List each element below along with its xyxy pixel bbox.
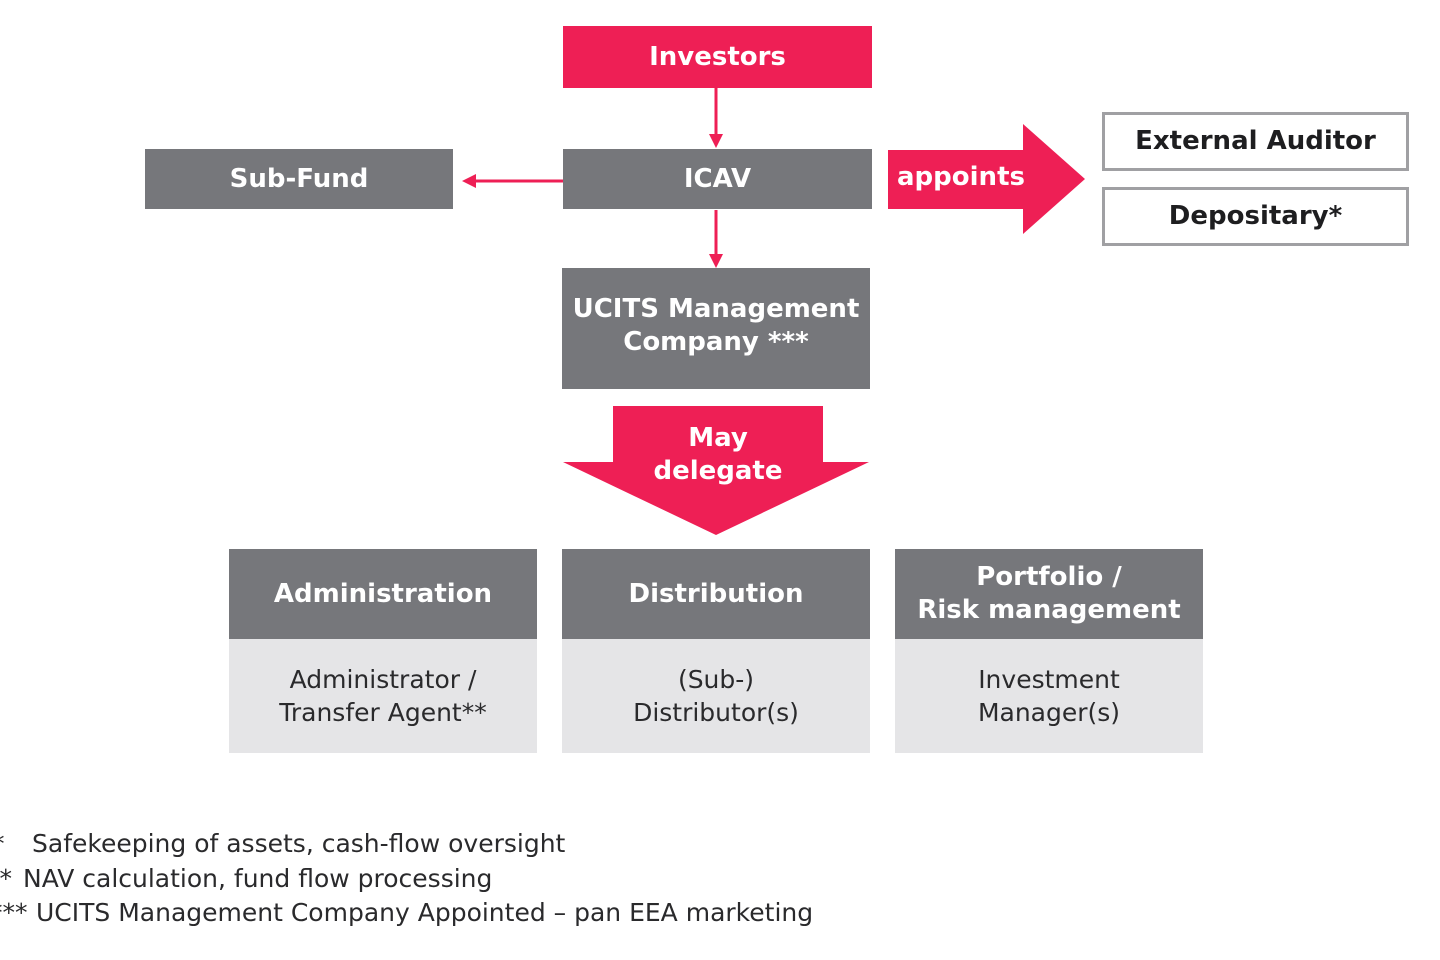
appoints-label: appoints xyxy=(897,162,1025,192)
footnote-text: NAV calculation, fund flow processing xyxy=(23,864,493,893)
administration-body: Administrator / Transfer Agent** xyxy=(229,639,537,753)
distribution-header-label: Distribution xyxy=(628,578,804,609)
ucits-label: UCITS Management Company *** xyxy=(572,293,860,357)
footnote-mark: *** xyxy=(0,898,28,927)
distribution-header: Distribution xyxy=(562,549,870,639)
footnote-text: UCITS Management Company Appointed – pan… xyxy=(36,898,814,927)
may-delegate-label: May delegate xyxy=(653,423,783,486)
external-auditor-box: External Auditor xyxy=(1102,112,1409,171)
footnote-mark: ** xyxy=(0,864,12,893)
footnote-mark: * xyxy=(0,829,32,858)
portfolio-risk-header: Portfolio / Risk management xyxy=(895,549,1203,639)
investors-label: Investors xyxy=(649,41,786,72)
portfolio-risk-body: Investment Manager(s) xyxy=(895,639,1203,753)
icav-box: ICAV xyxy=(563,149,872,209)
delegate-arrow-shape xyxy=(563,406,869,535)
sub-fund-box: Sub-Fund xyxy=(145,149,453,209)
arrowhead-to-icav xyxy=(709,134,723,148)
depositary-label: Depositary* xyxy=(1168,201,1343,231)
sub-fund-label: Sub-Fund xyxy=(229,163,369,194)
administration-body-label: Administrator / Transfer Agent** xyxy=(279,665,487,727)
portfolio-risk-body-label: Investment Manager(s) xyxy=(977,665,1121,727)
footnote-text: Safekeeping of assets, cash-flow oversig… xyxy=(32,829,566,858)
investors-box: Investors xyxy=(563,26,872,88)
depositary-box: Depositary* xyxy=(1102,187,1409,246)
icav-label: ICAV xyxy=(683,163,752,194)
footnote-transfer-agent: ** NAV calculation, fund flow processing xyxy=(0,864,492,893)
distribution-body-label: (Sub-) Distributor(s) xyxy=(633,665,799,727)
footnote-depositary: *Safekeeping of assets, cash-flow oversi… xyxy=(0,829,565,858)
external-auditor-label: External Auditor xyxy=(1135,126,1376,156)
appoints-arrow-shape xyxy=(888,124,1085,234)
administration-header-label: Administration xyxy=(273,578,493,609)
arrowhead-to-ucits xyxy=(709,254,723,268)
portfolio-risk-header-label: Portfolio / Risk management xyxy=(917,562,1181,625)
administration-header: Administration xyxy=(229,549,537,639)
ucits-management-company-box: UCITS Management Company *** xyxy=(562,268,870,389)
footnote-ucits: *** UCITS Management Company Appointed – … xyxy=(0,898,813,927)
arrowhead-to-subfund xyxy=(462,174,476,188)
distribution-body: (Sub-) Distributor(s) xyxy=(562,639,870,753)
